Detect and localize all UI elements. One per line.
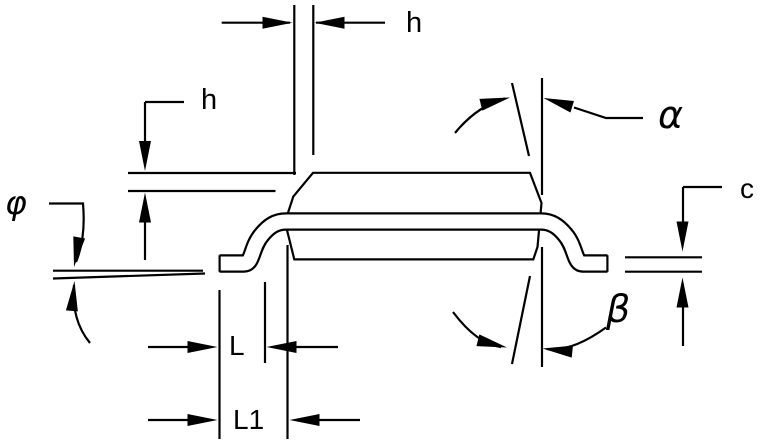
dim-label-L1: L1 — [233, 404, 265, 435]
dim-label-c: c — [740, 173, 754, 204]
arrowhead-h-left-up — [139, 192, 151, 223]
arrowhead-phi-up — [65, 281, 78, 312]
arrowhead-h-top-left — [262, 16, 293, 29]
arrowhead-phi-down — [73, 236, 86, 267]
dim-label-phi: φ — [5, 183, 27, 222]
phi-lower-curve — [72, 284, 91, 344]
gull-wing-lead-metal — [219, 214, 608, 271]
arrowhead-h-top-right — [314, 16, 345, 29]
arrowhead-alpha-right — [479, 97, 510, 111]
arrowhead-L-right — [266, 341, 297, 353]
arrowhead-h-left-down — [139, 141, 151, 171]
beta-leader — [546, 326, 607, 351]
arrowhead-L1-left — [187, 414, 218, 426]
alpha-curve-left — [454, 97, 506, 134]
arrowhead-alpha-left — [543, 98, 574, 113]
beta-slant-line — [510, 275, 532, 365]
arrowhead-beta-left — [542, 345, 573, 358]
arrowhead-c-down — [676, 221, 689, 252]
arrowhead-L-left — [187, 341, 218, 353]
dim-label-h-left: h — [201, 84, 218, 116]
dim-label-L: L — [229, 330, 245, 361]
dim-label-beta: β — [606, 287, 631, 331]
alpha-slant-line — [510, 82, 531, 157]
seating-plane-lower — [52, 272, 206, 280]
dim-label-h-top: h — [406, 7, 423, 39]
alpha-leader — [573, 106, 643, 120]
arrowhead-beta-right — [476, 334, 507, 348]
arrowhead-L1-right — [289, 414, 320, 426]
dim-label-alpha: α — [658, 93, 684, 137]
arrowhead-c-up — [676, 277, 689, 308]
